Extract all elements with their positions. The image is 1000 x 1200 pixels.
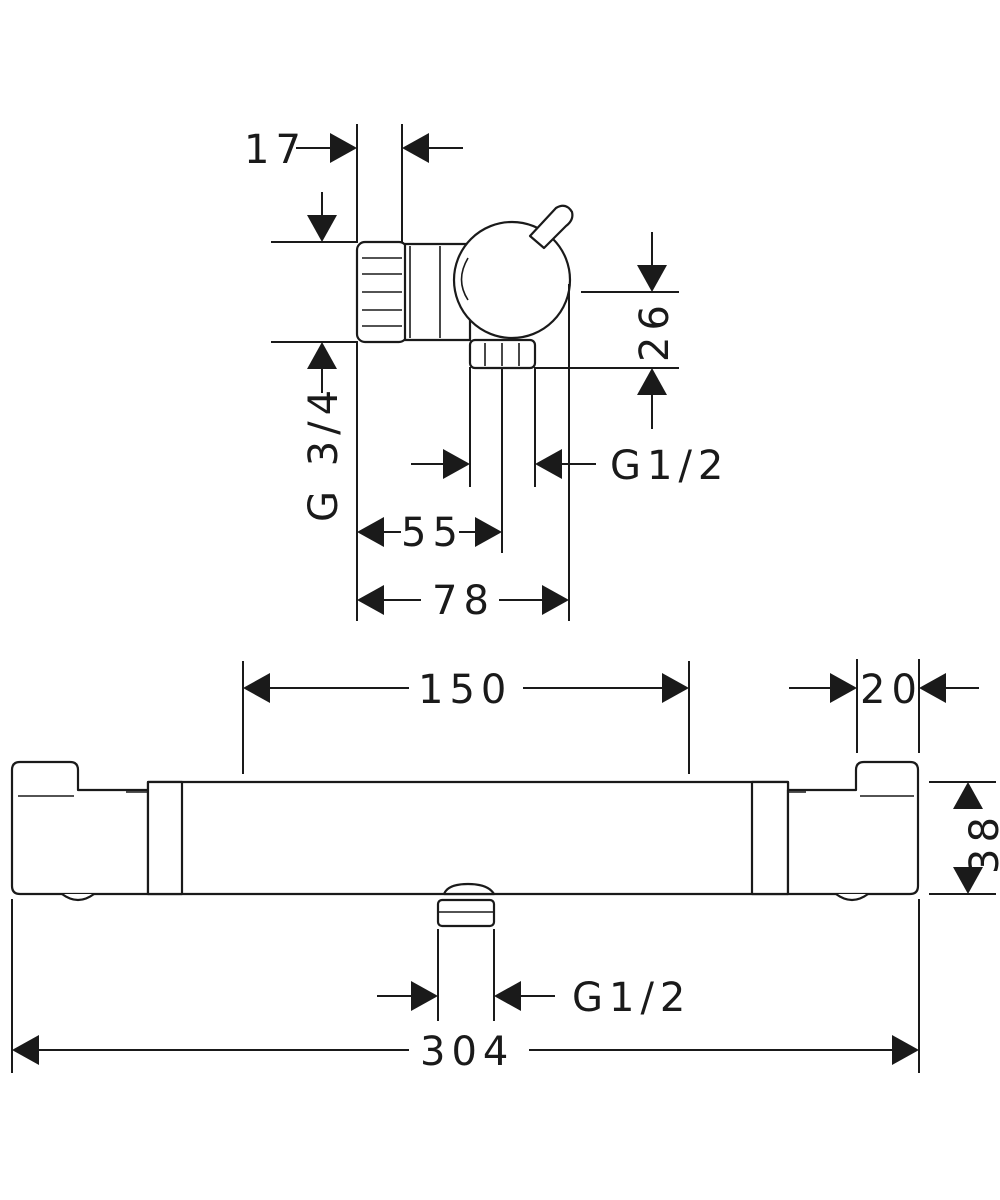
front-main-bar (146, 780, 790, 896)
front-outlet (442, 882, 496, 896)
front-right-foot (835, 893, 869, 902)
front-left-foot (61, 893, 95, 902)
dim-label-26: 26 (632, 299, 678, 362)
front-left-cap (10, 760, 150, 896)
dim-label-150: 150 (418, 667, 512, 713)
dim-label-g12-front: G1/2 (572, 975, 691, 1021)
side-body (403, 242, 472, 342)
front-right-ring (750, 780, 790, 896)
side-handle (452, 220, 572, 340)
dim-label-304: 304 (420, 1029, 514, 1075)
front-left-ring (146, 780, 184, 896)
front-right-cap (786, 760, 920, 896)
side-lever (528, 204, 574, 250)
front-outlet-nut (436, 898, 496, 928)
dim-label-g12-side: G1/2 (610, 443, 729, 489)
dim-label-78: 78 (432, 578, 495, 624)
front-view (10, 659, 996, 1073)
dim-label-38: 38 (962, 811, 1000, 874)
side-view (271, 124, 679, 621)
dim-label-g34: G 3/4 (301, 384, 347, 522)
dim-label-20: 20 (860, 667, 923, 713)
dim-label-17: 17 (244, 127, 307, 173)
dim-label-55: 55 (401, 510, 464, 556)
